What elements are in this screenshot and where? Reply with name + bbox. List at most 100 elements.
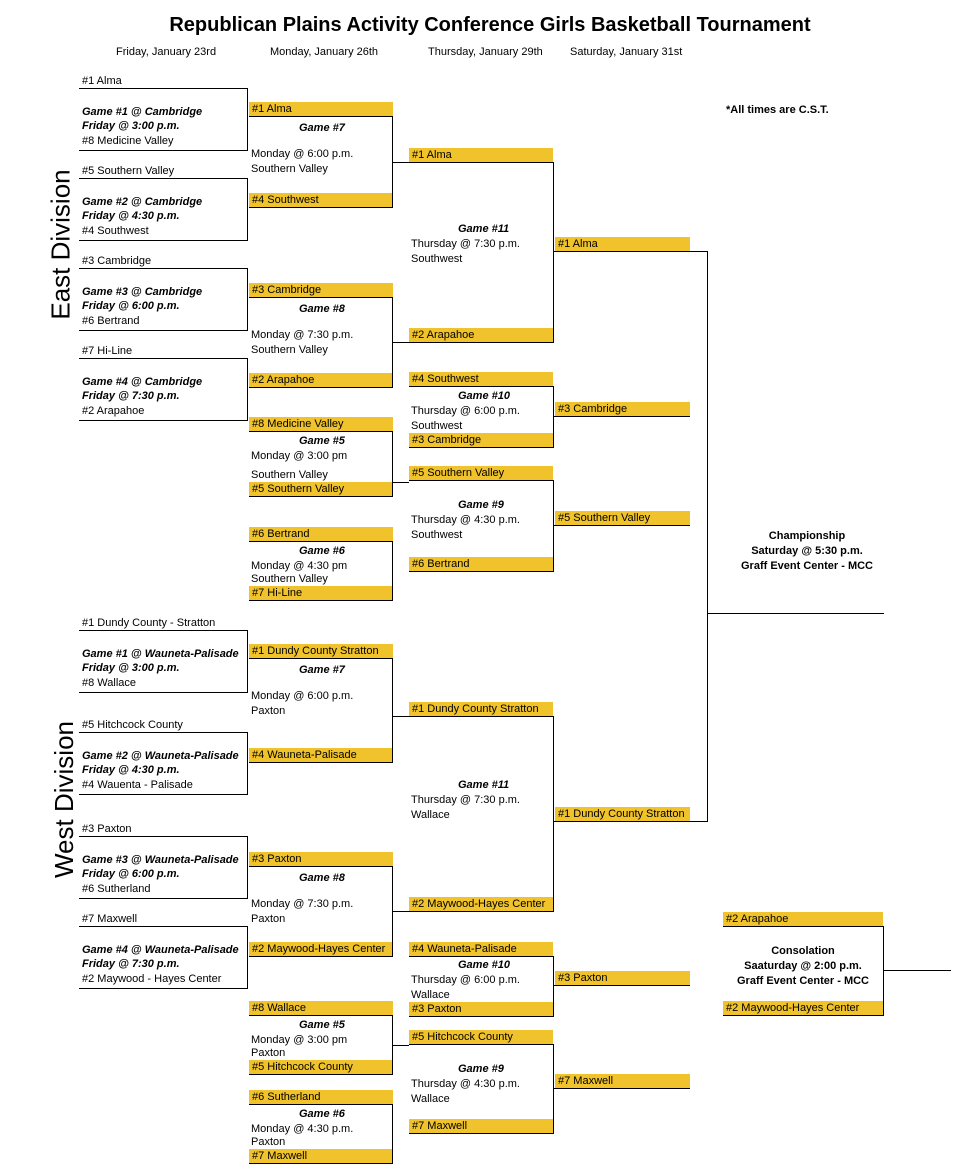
bracket-line: [555, 821, 690, 822]
bracket-line: [690, 821, 707, 822]
bracket-line: [392, 162, 409, 163]
bracket-line: [249, 762, 393, 763]
west-r2l-game-time: Monday @ 4:30 p.m.: [251, 1123, 354, 1135]
east-r3b-game-time: Thursday @ 4:30 p.m.: [411, 514, 520, 526]
bracket-line: [553, 251, 555, 252]
consolation-team-top-highlight: [723, 912, 883, 926]
championship-time: Saturday @ 5:30 p.m.: [751, 545, 863, 557]
bracket-line: [392, 342, 409, 343]
east-r2-team-top: #1 Alma: [252, 103, 292, 115]
bracket-line: [79, 926, 248, 927]
east-r2l-game-time: Monday @ 3:00 pm: [251, 450, 348, 462]
east-r1-team-bottom: #6 Bertrand: [82, 315, 140, 327]
east-r2l-game-time: Monday @ 4:30 pm: [251, 560, 348, 572]
bracket-line: [79, 692, 248, 693]
west-r3a-game-time: Thursday @ 6:00 p.m.: [411, 974, 520, 986]
east-r3w-team-bottom-highlight: [409, 328, 553, 342]
consolation-team-bottom: #2 Maywood-Hayes Center: [726, 1002, 860, 1014]
west-r2-game-label: Game #7: [299, 664, 345, 676]
east-r1-team-top: #7 Hi-Line: [82, 345, 133, 357]
east-r2-game-site: Southern Valley: [251, 344, 328, 356]
west-r1-team-top: #5 Hitchcock County: [82, 719, 183, 731]
bracket-line: [553, 416, 555, 417]
bracket-line: [555, 251, 690, 252]
west-r1-team-bottom: #4 Wauenta - Palisade: [82, 779, 193, 791]
west-r1-team-bottom: #8 Wallace: [82, 677, 137, 689]
east-r4-team-1-highlight: [555, 402, 690, 416]
east-r3w-game-label: Game #11: [458, 223, 510, 235]
bracket-line: [553, 162, 554, 343]
west-r1-game-label: Game #4 @ Wauneta-Palisade: [82, 944, 239, 956]
east-r2-team-bottom: #2 Arapahoe: [252, 374, 315, 386]
west-r1-team-top: #1 Dundy County - Stratton: [82, 617, 216, 629]
east-r3w-game-site: Southwest: [411, 253, 463, 265]
bracket-line: [247, 630, 248, 693]
consolation-title: Consolation: [771, 945, 835, 957]
east-r2-team-bottom-highlight: [249, 193, 393, 207]
bracket-line: [553, 956, 554, 1017]
bracket-line: [249, 297, 393, 298]
west-r2-game-site: Paxton: [251, 705, 286, 717]
bracket-line: [79, 794, 248, 795]
east-r1-team-bottom: #8 Medicine Valley: [82, 135, 174, 147]
bracket-line: [249, 1163, 393, 1164]
east-r2-game-label: Game #8: [299, 303, 345, 315]
bracket-line: [79, 988, 248, 989]
west-r2l-game-time: Monday @ 3:00 pm: [251, 1034, 348, 1046]
east-r2-game-label: Game #7: [299, 122, 345, 134]
bracket-line: [883, 926, 884, 1016]
bracket-line: [707, 251, 708, 822]
bracket-line: [409, 162, 553, 163]
bracket-line: [392, 541, 393, 601]
west-r2l-team-top: #8 Wallace: [252, 1002, 307, 1014]
bracket-line: [249, 600, 393, 601]
east-r4-team-2: #5 Southern Valley: [558, 512, 651, 524]
west-r2-game-site: Paxton: [251, 913, 286, 925]
west-r3w-game-label: Game #11: [458, 779, 510, 791]
timezone-note: *All times are C.S.T.: [726, 104, 829, 116]
west-r2l-game-site: Paxton: [251, 1136, 286, 1148]
bracket-line: [409, 571, 553, 572]
east-r1-team-top: #5 Southern Valley: [82, 165, 175, 177]
west-r1-team-top: #3 Paxton: [82, 823, 132, 835]
bracket-line: [79, 898, 248, 899]
bracket-line: [553, 1044, 554, 1134]
west-r3a-team-top-highlight: [409, 942, 553, 956]
east-r1-game-label: Game #3 @ Cambridge: [82, 286, 203, 298]
day-header-thursday: Thursday, January 29th: [428, 46, 543, 58]
west-r2l-team-top-highlight: [249, 1001, 393, 1015]
west-r2-game-time: Monday @ 7:30 p.m.: [251, 898, 354, 910]
bracket-line: [555, 525, 690, 526]
east-r2l-team-bottom: #7 Hi-Line: [252, 587, 303, 599]
bracket-line: [392, 1045, 409, 1046]
east-r2l-game-site: Southern Valley: [251, 469, 328, 481]
east-r2l-team-bottom-highlight: [249, 482, 393, 496]
west-r1-game-label: Game #3 @ Wauneta-Palisade: [82, 854, 239, 866]
west-r2l-game-label: Game #6: [299, 1108, 345, 1120]
consolation-site: Graff Event Center - MCC: [736, 975, 870, 987]
east-r2-team-top: #3 Cambridge: [252, 284, 322, 296]
bracket-line: [247, 926, 248, 989]
bracket-line: [247, 268, 248, 331]
bracket-line: [249, 956, 393, 957]
east-r2-game-time: Monday @ 6:00 p.m.: [251, 148, 354, 160]
bracket-line: [555, 1088, 690, 1089]
west-r3b-game-label: Game #9: [458, 1063, 504, 1075]
bracket-line: [79, 88, 248, 89]
bracket-line: [249, 1074, 393, 1075]
east-r1-team-top: #3 Cambridge: [82, 255, 152, 267]
bracket-line: [249, 431, 393, 432]
bracket-line: [249, 866, 393, 867]
east-r3b-game-site: Southwest: [411, 529, 463, 541]
bracket-line: [247, 178, 248, 241]
east-r2l-team-bottom: #5 Southern Valley: [252, 483, 345, 495]
bracket-line: [409, 1044, 553, 1045]
bracket-line: [79, 630, 248, 631]
day-header-friday: Friday, January 23rd: [116, 46, 217, 58]
bracket-line: [553, 525, 555, 526]
bracket-line: [79, 420, 248, 421]
east-r4-team-0-highlight: [555, 237, 690, 251]
east-r2l-team-top-highlight: [249, 527, 393, 541]
bracket-line: [409, 1016, 553, 1017]
east-r2l-team-top: #8 Medicine Valley: [252, 418, 344, 430]
